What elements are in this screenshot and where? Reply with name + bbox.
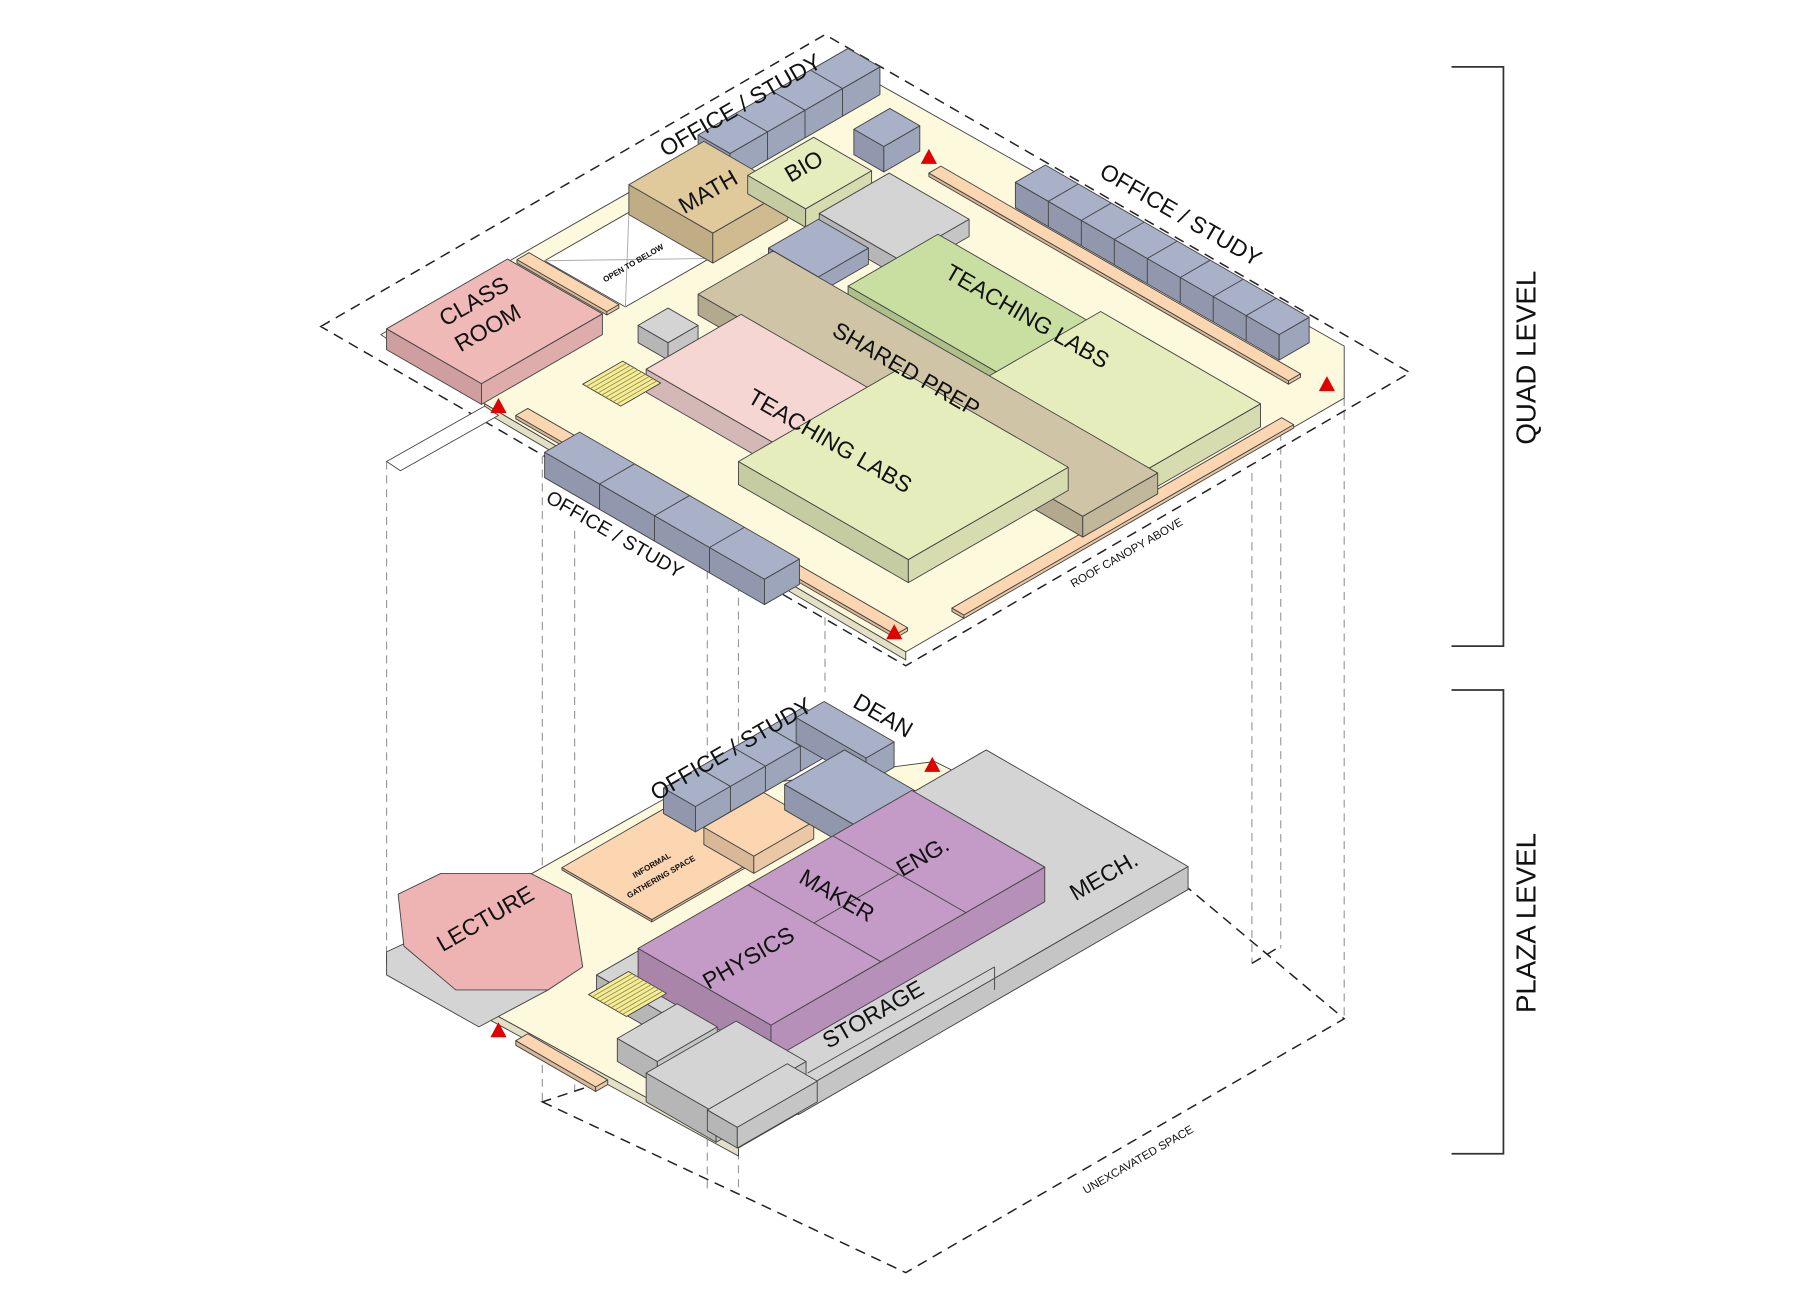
quad-level-title: QUAD LEVEL: [1511, 271, 1542, 445]
plaza-office-study-block-divider: [768, 727, 801, 747]
plaza-support-gray-3-top: [706, 1063, 818, 1128]
office-study-top-block-divider: [772, 91, 806, 111]
office-study-right-block-divider: [1245, 297, 1277, 316]
office-study-front-block-divider: [654, 495, 690, 517]
unexcavated-edge: [1251, 945, 1282, 965]
plaza-strip-top: [515, 1033, 609, 1088]
quad-stair-tread: [605, 373, 646, 398]
office-study-top-block-divider: [810, 69, 843, 89]
quad-level-plan: [380, 47, 1345, 661]
plaza-stair-tread: [618, 988, 660, 1013]
maker-eng-divider: [832, 835, 967, 914]
plaza-stair: [588, 971, 667, 1017]
dean-block-top: [784, 749, 915, 826]
entry-marker-icon: [920, 148, 937, 164]
quad-stair-tread: [586, 362, 627, 387]
quad-strip-classroom-top: [516, 252, 620, 312]
quad-strip-canopy-top: [951, 417, 1295, 616]
plaza-stair-tread: [603, 979, 644, 1004]
office-study-right-block-divider: [1180, 259, 1211, 278]
office-study-right-block-divider: [1212, 278, 1244, 297]
office-study-right-block-divider: [1147, 240, 1178, 259]
quad-stair-core-top: [637, 307, 699, 344]
plaza-strip: [515, 1033, 609, 1092]
plaza-level-bracket: [1451, 689, 1505, 1155]
office-study-right-block-divider: [1048, 183, 1079, 202]
office-study-right-block-divider: [1081, 202, 1112, 221]
quad-stair-tread: [597, 369, 639, 394]
quad-stair-tread: [616, 380, 658, 405]
quad-strip-right: [928, 165, 1301, 385]
classroom-block-top: [386, 258, 603, 385]
plaza-office-study-block: [663, 706, 836, 833]
open-to-below-x: [624, 212, 630, 307]
plaza-office-study-block-divider: [698, 767, 731, 787]
dean-block-upper-top: [795, 701, 895, 759]
makerspace-block-top: [637, 789, 1046, 1026]
office-study-front-block-divider: [599, 463, 635, 485]
quad-stair: [582, 360, 662, 407]
entry-marker-icon: [886, 624, 903, 640]
office-study-right-block: [1014, 164, 1310, 361]
quad-stair-tread: [612, 378, 654, 403]
office-study-front-block: [544, 431, 800, 606]
plaza-stair-tread: [595, 975, 637, 1000]
plaza-support-gray-2-top: [645, 1020, 807, 1114]
entry-marker-icon: [490, 1022, 507, 1038]
quad-stair-tread: [593, 367, 635, 392]
quad-stair-tread: [601, 371, 642, 396]
plaza-stair-tread: [614, 986, 656, 1011]
quad-level-bracket: [1451, 66, 1505, 647]
plaza-stair-tread: [611, 984, 652, 1009]
physics-maker-divider: [747, 884, 882, 963]
plaza-support-gray-1-top: [616, 1003, 718, 1062]
quad-bridge-outline: [386, 405, 499, 472]
plaza-office-study-block-divider: [733, 747, 766, 767]
office-study-small-block-top: [853, 107, 921, 147]
office-study-right-block-divider: [1114, 221, 1145, 240]
math-block: [628, 140, 789, 264]
plaza-stair-tread: [622, 990, 663, 1015]
entry-marker-icon: [1318, 376, 1335, 392]
quad-strip-canopy: [951, 417, 1295, 619]
plaza-stair-tread: [607, 982, 648, 1006]
lecture-hall: [397, 872, 584, 991]
entry-marker-icon: [924, 756, 941, 772]
bio-block-top: [747, 136, 873, 210]
plaza-support-gray-3: [706, 1063, 818, 1149]
quad-strip-right-top: [928, 165, 1301, 382]
quad-stair-tread: [609, 376, 650, 400]
plaza-level-title: PLAZA LEVEL: [1511, 833, 1542, 1013]
office-study-front-block-divider: [709, 526, 745, 548]
quad-stair-core: [637, 307, 699, 361]
office-study-small-block: [853, 107, 921, 173]
plaza-level-plan: [386, 701, 1189, 1157]
classroom-block: [386, 258, 603, 405]
teaching-labs-lower-top: [738, 368, 1069, 561]
entry-marker-icon: [490, 398, 507, 414]
maker-divider: [813, 873, 900, 924]
plaza-stair-tread: [592, 973, 633, 998]
quad-strip-classroom: [516, 252, 620, 316]
teaching-labs-lower: [738, 368, 1069, 584]
office-study-top-block-divider: [735, 112, 768, 133]
quad-stair-tread: [590, 365, 631, 389]
storage-divider: [807, 966, 995, 1074]
plaza-stair-tread: [599, 977, 641, 1002]
